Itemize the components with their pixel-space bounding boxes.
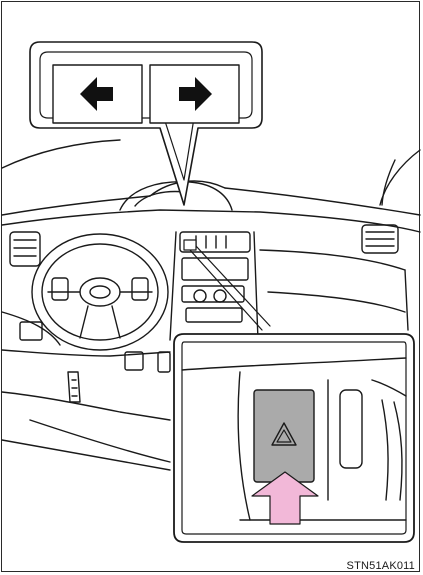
turn-indicator-callout (30, 42, 262, 205)
hazard-switch-callout (174, 334, 414, 542)
hazard-switch-button (254, 390, 314, 482)
figure-code: STN51AK011 (347, 560, 415, 572)
